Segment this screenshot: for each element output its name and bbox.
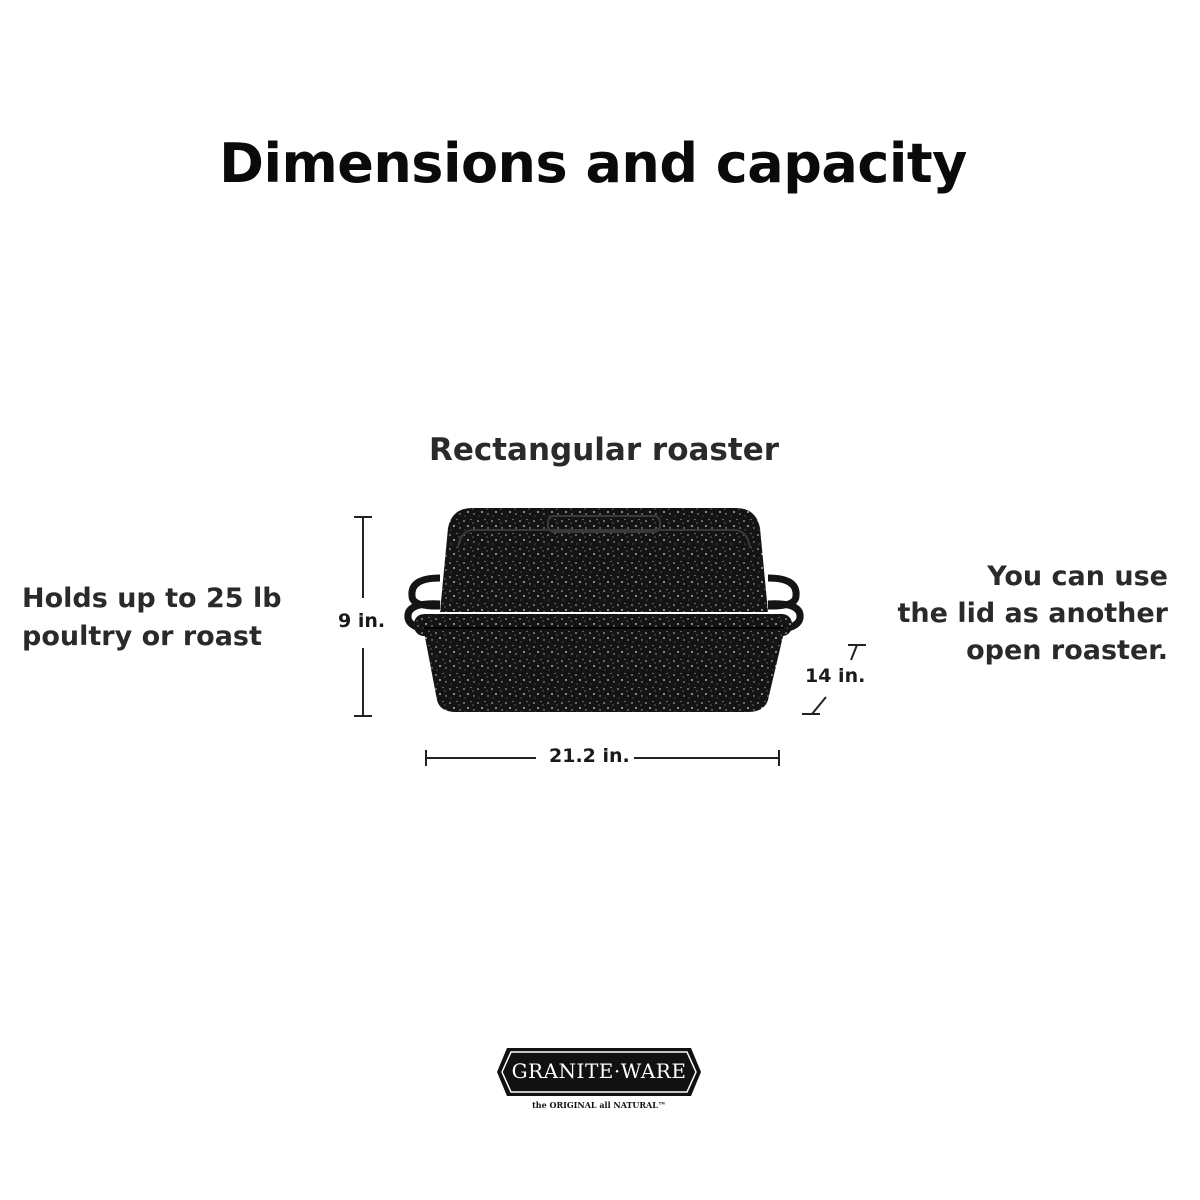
logo-badge-shape [497, 1048, 701, 1096]
depth-label: 14 in. [805, 665, 866, 687]
capacity-line-1: Holds up to 25 lb [22, 583, 282, 614]
roaster-illustration [404, 508, 804, 712]
capacity-line-2: poultry or roast [22, 621, 262, 652]
logo-text: GRANITE·WARE [511, 1059, 687, 1083]
lid-line-1: You can use [987, 561, 1168, 592]
width-dimension-line [425, 750, 780, 766]
depth-dimension-line [802, 644, 866, 715]
width-label: 21.2 in. [545, 745, 634, 767]
height-dimension-line [354, 516, 372, 717]
lid-line-3: open roaster. [966, 635, 1168, 666]
capacity-text: Holds up to 25 lb poultry or roast [22, 580, 282, 656]
height-label: 9 in. [338, 610, 386, 632]
logo-tagline: the ORIGINAL all NATURAL™ [532, 1100, 666, 1110]
lid-text: You can use the lid as another open roas… [897, 558, 1168, 669]
lid-line-2: the lid as another [897, 598, 1168, 629]
page-title: Dimensions and capacity [219, 132, 967, 195]
product-name: Rectangular roaster [428, 432, 780, 468]
